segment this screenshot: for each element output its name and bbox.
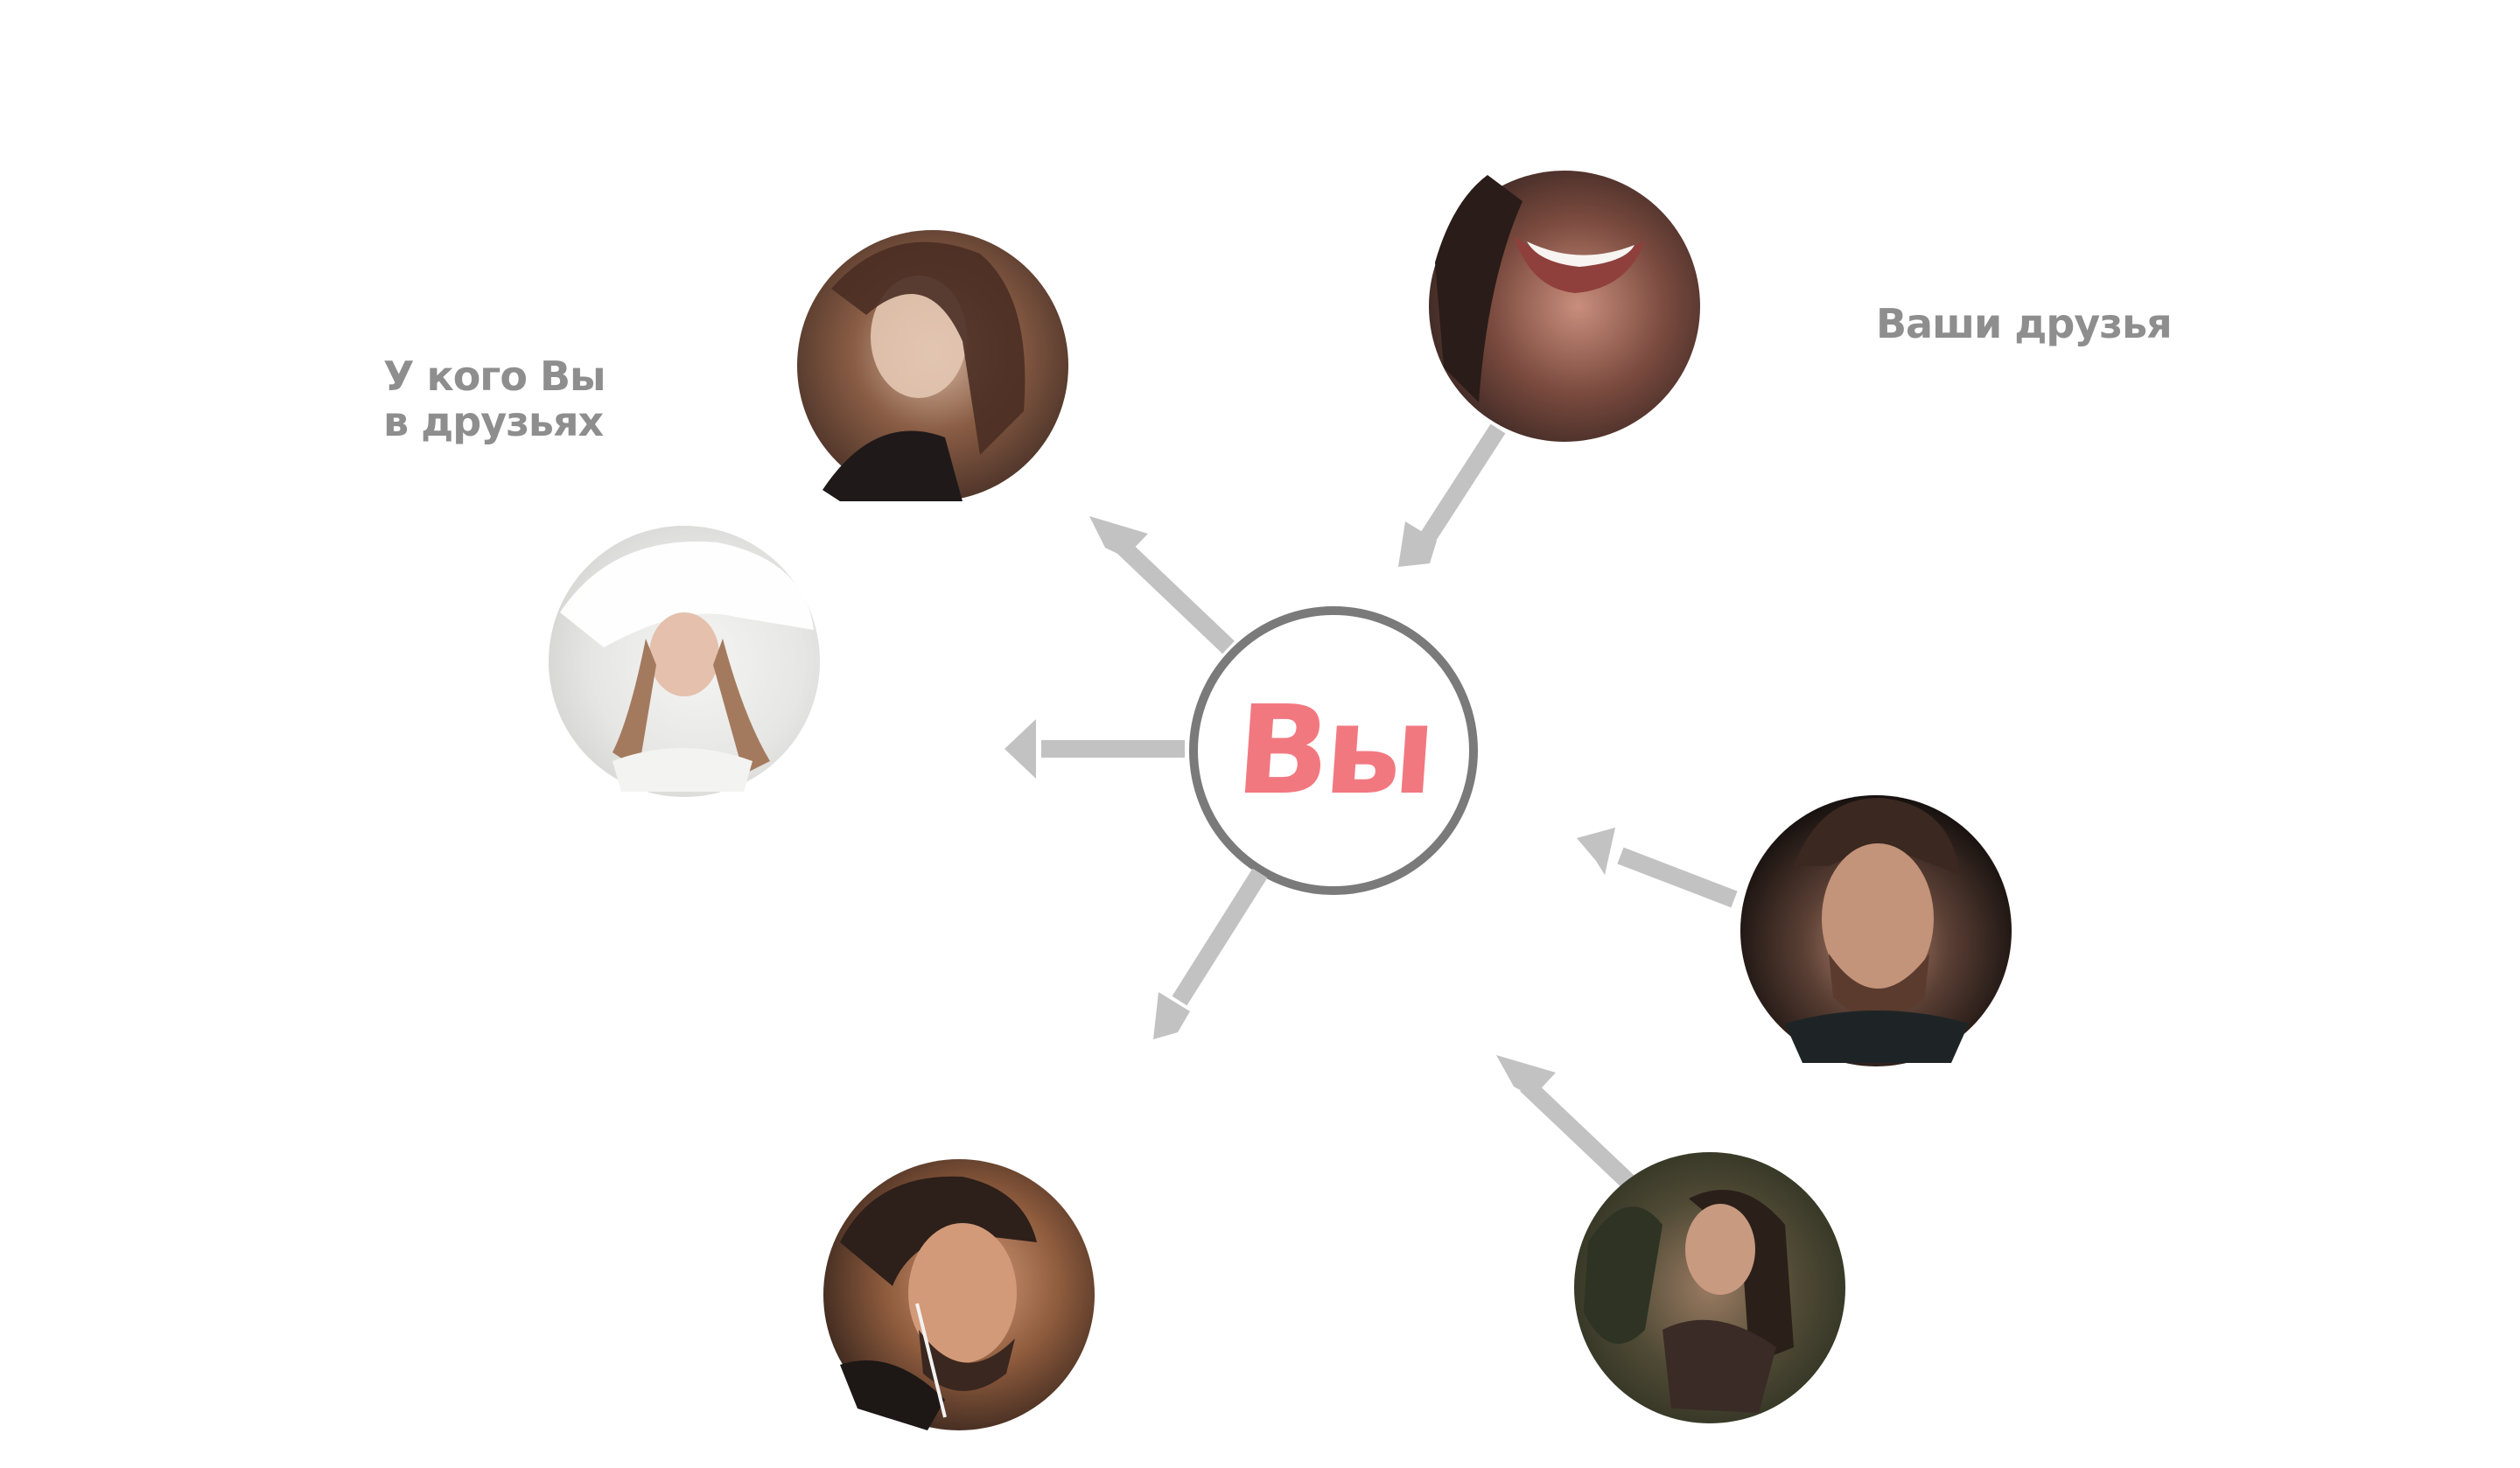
followers-label-line-1: У кого Вы	[383, 353, 606, 400]
person-woman-white-cloth[interactable]	[549, 526, 820, 797]
arrow-from-man-dark-background	[1577, 828, 1738, 908]
arrow-from-woman-forest	[1496, 1055, 1635, 1190]
person-man-earphones[interactable]	[823, 1159, 1095, 1430]
arrow-to-woman-white-cloth	[1004, 719, 1185, 779]
center-you-label: Вы	[1231, 679, 1436, 822]
center-ring	[1189, 606, 1478, 895]
person-woman-forest[interactable]	[1574, 1152, 1845, 1423]
arrow-from-woman-smile	[1398, 423, 1506, 567]
arrow-to-man-earphones	[1153, 868, 1268, 1039]
friends-label: Ваши друзья	[1876, 300, 2173, 347]
person-woman-long-hair[interactable]	[797, 230, 1068, 501]
arrow-to-woman-long-hair	[1089, 516, 1235, 654]
followers-label-line-2: в друзьях	[383, 398, 604, 445]
person-man-dark-background[interactable]	[1740, 795, 2012, 1066]
person-woman-smile[interactable]	[1429, 171, 1700, 442]
followers-label: У кого Вы в друзьях	[383, 353, 606, 444]
